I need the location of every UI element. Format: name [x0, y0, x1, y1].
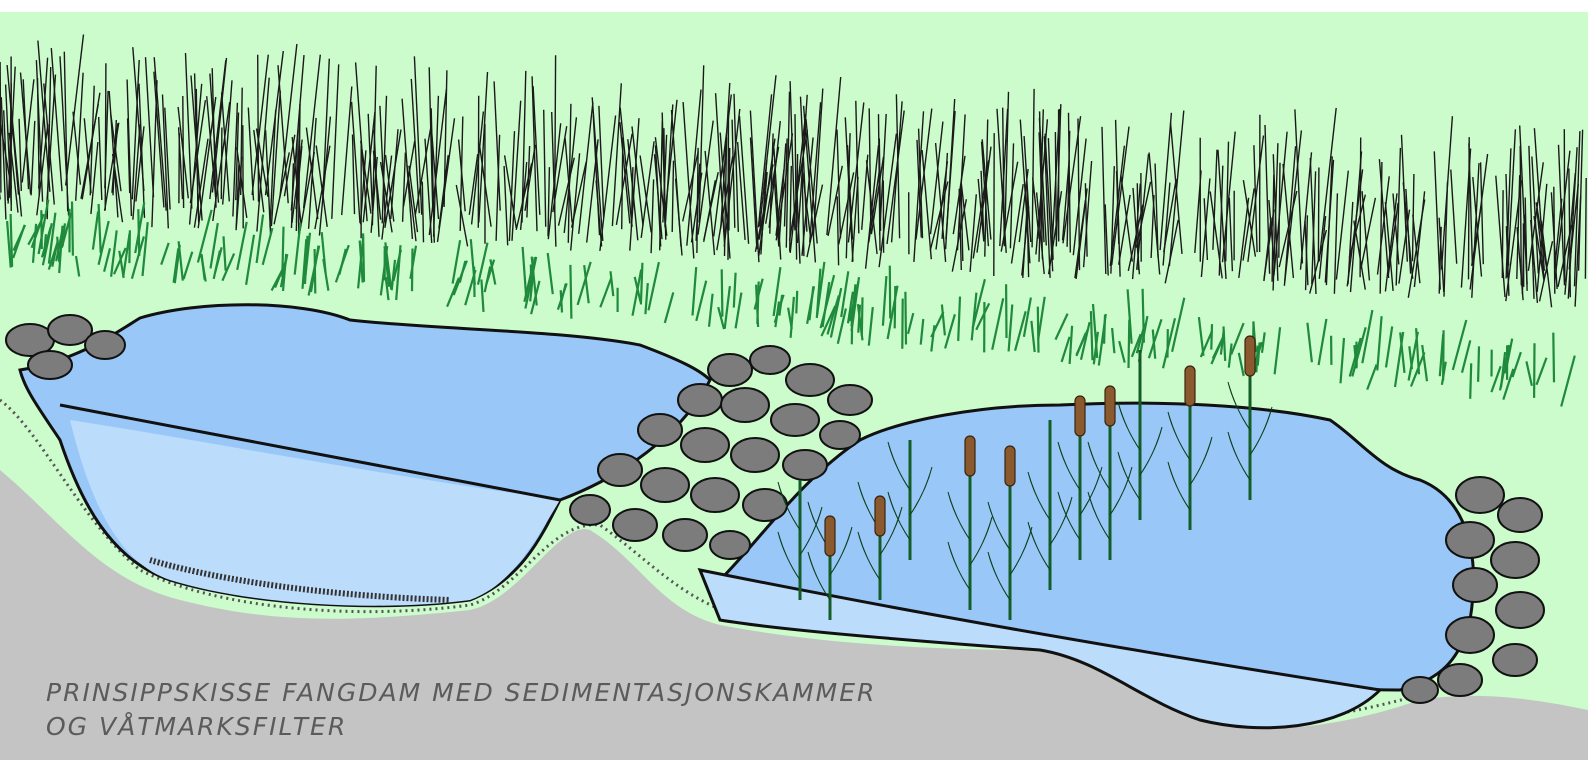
green-blade [796, 291, 797, 314]
green-blade [412, 249, 413, 292]
green-blade [757, 282, 758, 324]
green-blade [561, 290, 562, 312]
green-blade [641, 263, 643, 305]
cattail-head [1005, 446, 1015, 486]
green-blade [129, 230, 130, 263]
grass-blade [1554, 187, 1555, 294]
green-blade [1129, 320, 1130, 368]
cattail-head [965, 436, 975, 476]
cattail-head [1075, 396, 1085, 436]
cattail-head [1105, 386, 1115, 426]
green-blade [1104, 315, 1105, 344]
grass-blade [221, 128, 222, 200]
cattail-head [1185, 366, 1195, 406]
cattail-head [825, 516, 835, 556]
grass-blade [0, 62, 1, 193]
green-blade [72, 202, 73, 256]
caption-line-1: PRINSIPPSKISSE FANGDAM MED SEDIMENTASJON… [46, 676, 876, 710]
cattail-head [1245, 336, 1255, 376]
green-blade [722, 269, 723, 316]
green-blade [862, 297, 863, 335]
grass-blade [555, 55, 556, 212]
green-blade [41, 210, 42, 249]
grass-blade [1585, 178, 1586, 279]
green-blade [1553, 333, 1554, 383]
grass-blade [105, 63, 106, 210]
green-blade [1211, 324, 1212, 350]
green-blade [1478, 346, 1479, 381]
grass-blade [1564, 129, 1565, 282]
grass-blade [729, 148, 730, 231]
caption-line-2: OG VÅTMARKSFILTER [46, 710, 876, 744]
green-blade [363, 233, 364, 282]
grass-blade [183, 96, 184, 208]
green-blade [570, 265, 571, 319]
top-margin [0, 0, 1588, 12]
grass-blade [1318, 168, 1319, 262]
illustration-caption: PRINSIPPSKISSE FANGDAM MED SEDIMENTASJON… [46, 676, 876, 744]
grass-blade [1055, 132, 1056, 240]
green-blade [905, 292, 906, 345]
grass-blade [258, 55, 259, 202]
cattail-head [875, 496, 885, 536]
green-blade [1038, 307, 1039, 353]
green-blade [1470, 363, 1471, 399]
